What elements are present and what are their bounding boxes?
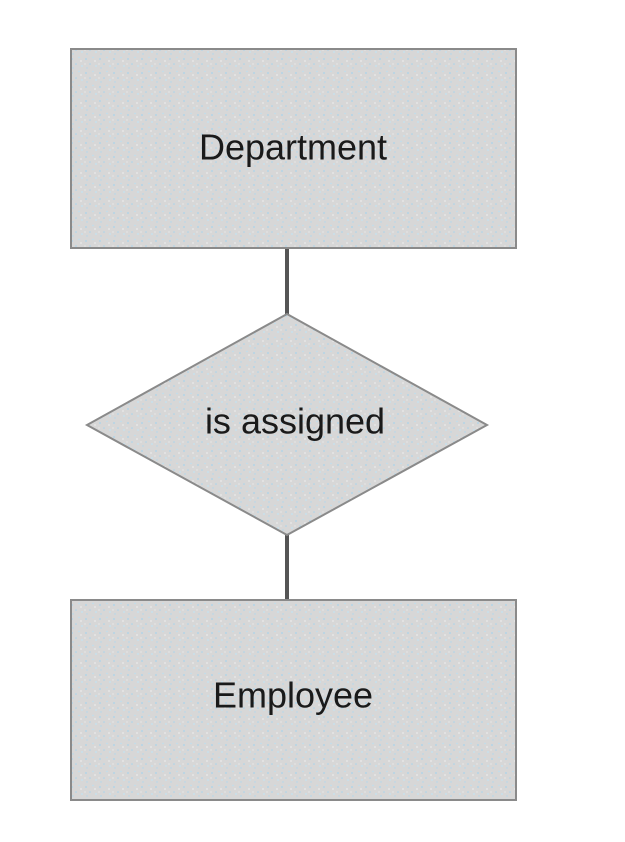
entity-department-box — [70, 48, 517, 249]
relationship-is-assigned-label: is assigned — [205, 401, 385, 442]
relationship-is-assigned[interactable]: is assigned — [84, 312, 490, 537]
entity-employee[interactable]: Employee — [70, 599, 517, 801]
entity-employee-label: Employee — [213, 675, 373, 716]
entity-employee-box — [70, 599, 517, 801]
entity-department[interactable]: Department — [70, 48, 517, 249]
relationship-is-assigned-diamond — [84, 312, 490, 537]
entity-department-label: Department — [199, 127, 387, 168]
